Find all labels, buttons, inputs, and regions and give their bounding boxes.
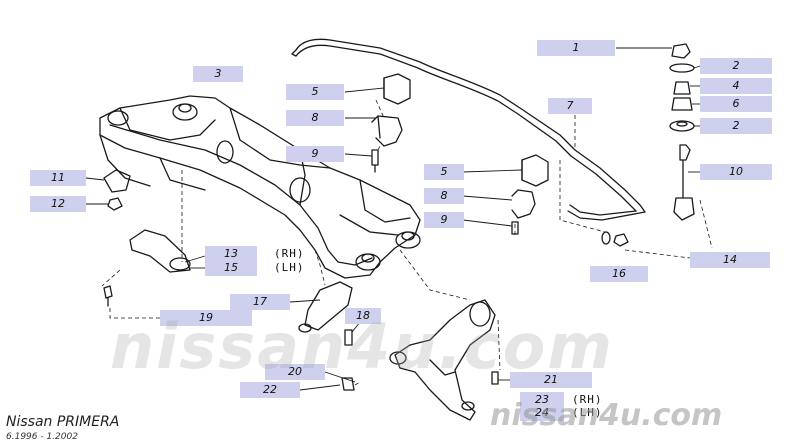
callout-11[interactable]: 11 [30,170,86,186]
callout-9-lower[interactable]: 9 [424,212,464,228]
callout-17[interactable]: 17 [230,294,290,310]
stabilizer-bushing-upper [371,73,411,173]
callout-22[interactable]: 22 [240,382,300,398]
engine-mount-bracket [103,229,191,307]
model-title: Nissan PRIMERA [6,414,120,430]
ball-joint [298,281,353,346]
callout-4[interactable]: 4 [700,78,772,94]
side-rh-13: (RH) [274,247,305,260]
callout-10[interactable]: 10 [700,164,772,180]
callout-9-upper[interactable]: 9 [286,146,344,162]
callout-13[interactable]: 13 [205,246,257,262]
callout-16[interactable]: 16 [590,266,648,282]
small-hardware [103,169,629,247]
watermark-corner: nissan4u.com [490,398,723,433]
callout-3[interactable]: 3 [193,66,243,82]
callout-19[interactable]: 19 [160,310,252,326]
lower-control-arm [341,299,499,421]
callout-8-upper[interactable]: 8 [286,110,344,126]
callout-14[interactable]: 14 [690,252,770,268]
link-hardware-stack [669,43,695,221]
side-lh-15: (LH) [274,261,305,274]
stabilizer-bushing-lower [511,154,549,235]
callout-23[interactable]: 23 [520,392,564,408]
callout-8-lower[interactable]: 8 [424,188,464,204]
front-subframe [99,95,421,279]
callout-24[interactable]: 24 [520,405,564,421]
callout-20[interactable]: 20 [265,364,325,380]
callout-15[interactable]: 15 [205,260,257,276]
callout-5-lower[interactable]: 5 [424,164,464,180]
callout-21[interactable]: 21 [510,372,592,388]
callout-2-lower[interactable]: 2 [700,118,772,134]
production-dates: 6.1996 - 1.2002 [6,432,78,442]
callout-1[interactable]: 1 [537,40,615,56]
callout-2-upper[interactable]: 2 [700,58,772,74]
callout-12[interactable]: 12 [30,196,86,212]
callout-7[interactable]: 7 [548,98,592,114]
callout-5-upper[interactable]: 5 [286,84,344,100]
callout-6[interactable]: 6 [700,96,772,112]
callout-18[interactable]: 18 [345,308,381,324]
stabilizer-bar [291,38,646,221]
side-rh-23: (RH) [572,393,603,406]
side-lh-24: (LH) [572,406,603,419]
